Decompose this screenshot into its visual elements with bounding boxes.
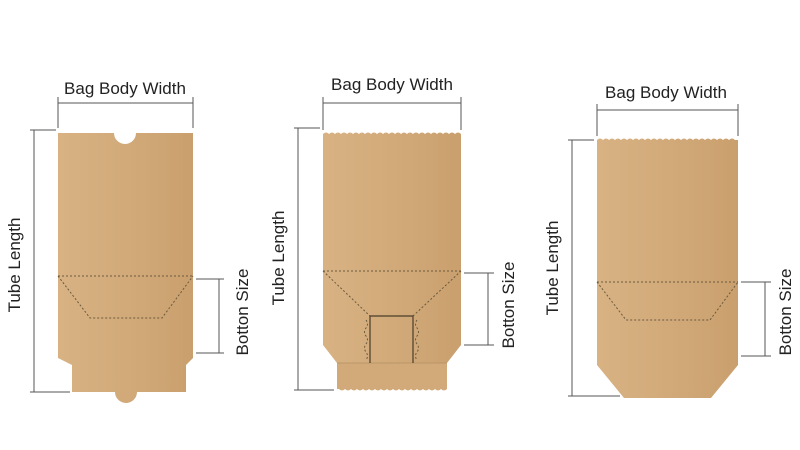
bag-1-body bbox=[58, 133, 193, 403]
bag-1-width-label: Bag Body Width bbox=[64, 79, 186, 98]
bag-2-diagram: Bag Body Width Tube Length Botton Size bbox=[269, 75, 518, 391]
bag-2-width-label: Bag Body Width bbox=[331, 75, 453, 94]
bag-2-bottom-gusset-fold bbox=[322, 270, 462, 317]
bag-2-bottom-label: Botton Size bbox=[499, 262, 518, 349]
bag-2-center-tab bbox=[369, 315, 414, 363]
bag-3-length-label: Tube Length bbox=[543, 221, 562, 316]
bag-1-bottom-label: Botton Size bbox=[233, 269, 252, 356]
bag-1-bottom-gusset-fold bbox=[57, 275, 194, 319]
bag-3-width-label: Bag Body Width bbox=[605, 83, 727, 102]
bag-2-length-label: Tube Length bbox=[269, 211, 288, 306]
bag-1-length-label: Tube Length bbox=[5, 218, 24, 313]
bag-3-diagram: Bag Body Width Tube Length Botton Size bbox=[543, 83, 795, 398]
bag-3-bottom-label: Botton Size bbox=[776, 269, 795, 356]
bag-3-body bbox=[597, 138, 738, 398]
bag-2-body bbox=[323, 132, 461, 363]
bag-2-bottom-strip bbox=[337, 363, 447, 391]
bag-3-bottom-gusset-fold bbox=[596, 281, 739, 321]
bag-1-diagram: Bag Body Width Tube Length Botton Size bbox=[5, 79, 252, 403]
